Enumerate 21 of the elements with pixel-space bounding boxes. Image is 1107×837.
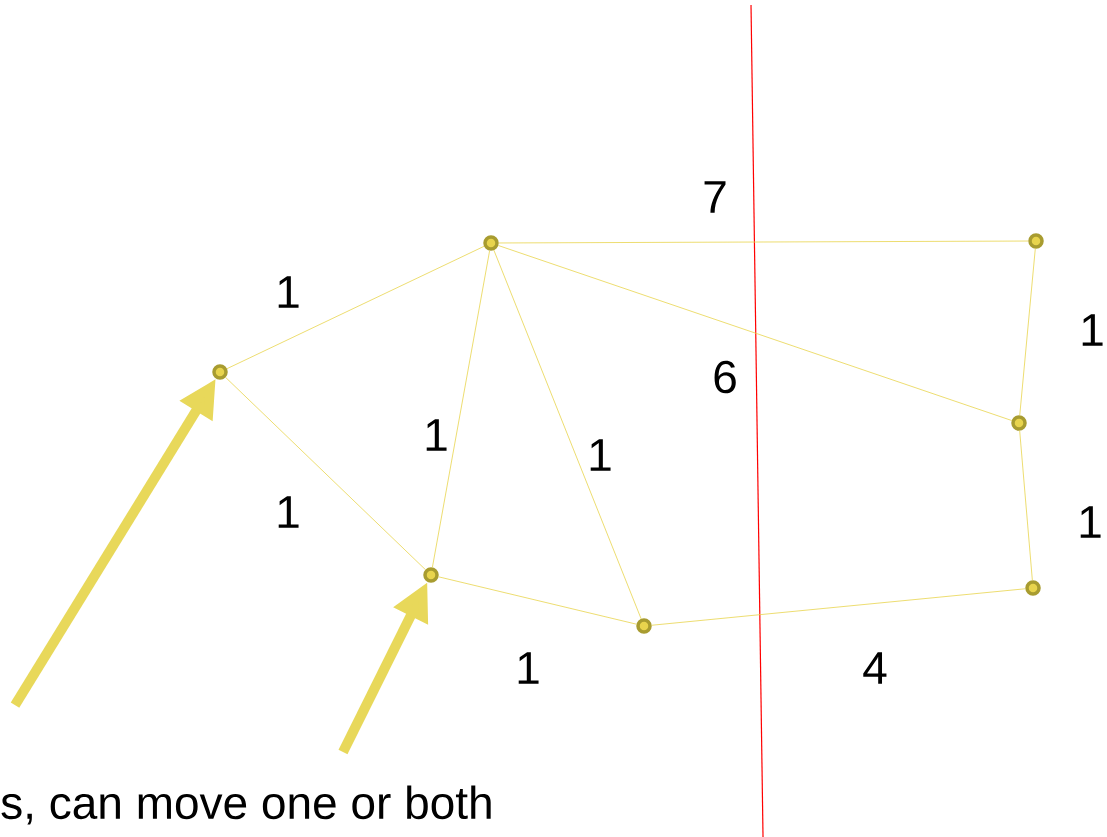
edge-label: 7 bbox=[704, 181, 726, 213]
edge-line bbox=[497, 245, 1013, 421]
edge-line bbox=[498, 240, 1029, 244]
edge-line bbox=[651, 588, 1026, 626]
edge-line bbox=[432, 250, 491, 568]
edge-line bbox=[493, 249, 642, 620]
edge-label: 1 bbox=[590, 439, 611, 471]
edge-line bbox=[225, 377, 426, 571]
edge-line bbox=[1019, 248, 1036, 416]
edge-label: 1 bbox=[1082, 314, 1103, 346]
edge-line bbox=[1019, 430, 1033, 581]
edge-label: 1 bbox=[278, 496, 299, 528]
edge-label: 1 bbox=[426, 419, 447, 451]
edge-line bbox=[226, 245, 485, 370]
edge-line bbox=[438, 576, 637, 625]
edge-label: 1 bbox=[518, 652, 539, 684]
edge-label: 6 bbox=[714, 360, 736, 394]
edge-label: 1 bbox=[1080, 506, 1101, 538]
note-text: s, can move one or both bbox=[1, 785, 491, 825]
edge-label: 4 bbox=[863, 652, 887, 684]
edge-label: 1 bbox=[278, 276, 299, 308]
